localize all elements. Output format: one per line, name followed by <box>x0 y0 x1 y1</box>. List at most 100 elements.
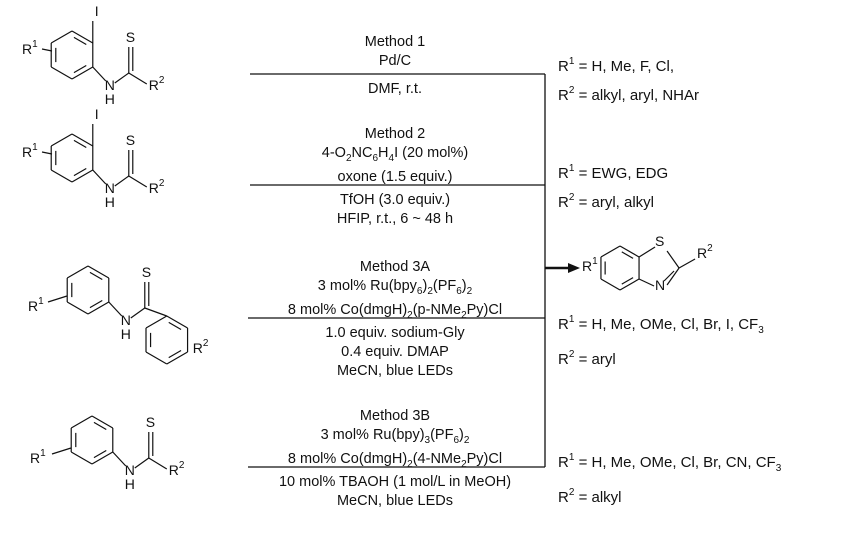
text-segment: MeCN, blue LEDs <box>336 493 454 509</box>
text-segment: R <box>558 165 569 182</box>
text-segment: R <box>558 489 569 506</box>
aromatic-double-bond <box>93 421 107 431</box>
method-2-conditions-below: TfOH (3.0 equiv.) HFIP, r.t., 6 ~ 48 h <box>245 191 545 229</box>
ring-bond <box>50 133 73 147</box>
text-segment: = H, Me, OMe, Cl, Br, I, CF <box>574 316 759 333</box>
ring-bond <box>87 265 110 279</box>
ring-bond <box>50 66 73 80</box>
aromatic-double-bond <box>73 167 87 177</box>
atom-symbol: R <box>582 258 593 274</box>
bond <box>148 457 168 470</box>
text-segment: Py)Cl <box>466 451 503 467</box>
method-1-title: Method 1 <box>245 33 545 52</box>
text-segment: H <box>378 145 389 161</box>
r2-substituent: R2 <box>193 338 209 356</box>
ring-bond <box>66 265 89 279</box>
text-segment: = alkyl, aryl, NHAr <box>574 87 700 104</box>
superscript: 1 <box>568 56 575 67</box>
scope-line: R2 = alkyl, aryl, NHAr <box>558 79 699 108</box>
ring-bond <box>70 451 93 465</box>
c2-n-double-bond <box>663 270 675 282</box>
subscript: 2 <box>427 286 433 297</box>
c2-r2-bond <box>678 258 696 269</box>
product-ring-bond <box>619 245 640 258</box>
text-segment: Pd/C <box>378 53 412 69</box>
ring-bond <box>166 351 188 365</box>
nitrogen-atom: N <box>125 462 135 478</box>
text-segment: ) <box>459 427 464 443</box>
condition-line: MeCN, blue LEDs <box>245 492 545 511</box>
reagent-line: oxone (1.5 equiv.) <box>245 168 545 187</box>
text-segment: MeCN, blue LEDs <box>336 363 454 379</box>
aromatic-double-bond <box>89 299 103 309</box>
subscript: 2 <box>345 153 352 164</box>
method-3b-title: Method 3B <box>245 407 545 426</box>
ring-bond <box>145 315 168 329</box>
r1-substituent: R1 <box>22 142 38 160</box>
atom-symbol: N <box>655 277 666 293</box>
method-2-title: Method 2 <box>245 125 545 144</box>
text-segment: HFIP, r.t., 6 ~ 48 h <box>336 211 454 227</box>
condition-line: HFIP, r.t., 6 ~ 48 h <box>245 210 545 229</box>
condition-line: MeCN, blue LEDs <box>245 362 545 381</box>
aromatic-double-bond <box>73 139 87 149</box>
superscript: 1 <box>592 256 598 267</box>
hydrogen-atom: H <box>125 476 135 492</box>
atom-symbol: R <box>697 245 708 261</box>
text-segment: ) <box>461 278 467 294</box>
ring-bond <box>145 351 168 365</box>
text-segment: NC <box>351 145 373 161</box>
text-segment: 4-O <box>321 145 346 161</box>
nitrogen-atom: N <box>105 77 115 93</box>
subscript: 2 <box>407 459 413 470</box>
atom-symbol: N <box>104 77 115 93</box>
subscript: 2 <box>461 310 467 321</box>
ring-bond <box>87 301 110 315</box>
reagent-line: 4-O2NC6H4I (20 mol%) <box>245 144 545 168</box>
text-segment: I (20 mol%) <box>394 145 469 161</box>
atom-symbol: S <box>141 264 152 280</box>
atom-symbol: R <box>148 77 159 93</box>
text-segment: TfOH (3.0 equiv.) <box>339 192 451 208</box>
hydrogen-atom: H <box>105 91 115 107</box>
superscript: 2 <box>568 192 575 203</box>
condition-line: DMF, r.t. <box>245 80 545 99</box>
atom-symbol: S <box>125 29 136 45</box>
ring-bond <box>71 133 94 147</box>
text-segment: Py)Cl <box>466 302 503 318</box>
text-segment: R <box>558 316 569 333</box>
product-ring-bond <box>600 245 621 258</box>
atom-symbol: H <box>120 326 131 342</box>
product-r2-substituent: R2 <box>697 243 713 261</box>
sulfur-atom: S <box>126 132 135 148</box>
reagent-line: 3 mol% Ru(bpy6)2(PF6)2 <box>245 277 545 301</box>
atom-symbol: R <box>148 180 159 196</box>
s-c2-bond <box>666 250 680 269</box>
text-segment: 10 mol% TBAOH (1 mol/L in MeOH) <box>278 474 512 490</box>
subscript: 6 <box>453 435 460 446</box>
iodine-atom: I <box>95 3 99 19</box>
atom-symbol: R <box>22 41 33 57</box>
subscript: 2 <box>461 459 467 470</box>
r1-bond <box>47 295 68 303</box>
superscript: 1 <box>32 39 38 50</box>
product-nitrogen-atom: N <box>655 277 665 293</box>
atom-symbol: I <box>94 106 99 122</box>
aromatic-double-bond <box>89 271 103 281</box>
atom-symbol: R <box>22 144 33 160</box>
scope-line: R2 = aryl, alkyl <box>558 186 668 215</box>
atom-symbol: H <box>124 476 135 492</box>
superscript: 2 <box>568 487 575 498</box>
superscript: 1 <box>568 452 575 463</box>
superscript: 2 <box>158 75 165 86</box>
product-sulfur-atom: S <box>655 233 664 249</box>
atom-symbol: N <box>104 180 115 196</box>
subscript: 4 <box>388 153 395 164</box>
atom-symbol: R <box>28 298 39 314</box>
bond <box>114 175 130 187</box>
scope-line: R1 = H, Me, OMe, Cl, Br, I, CF3 <box>558 308 764 343</box>
text-segment: oxone (1.5 equiv.) <box>337 169 453 185</box>
text-segment: 0.4 equiv. DMAP <box>341 344 449 360</box>
